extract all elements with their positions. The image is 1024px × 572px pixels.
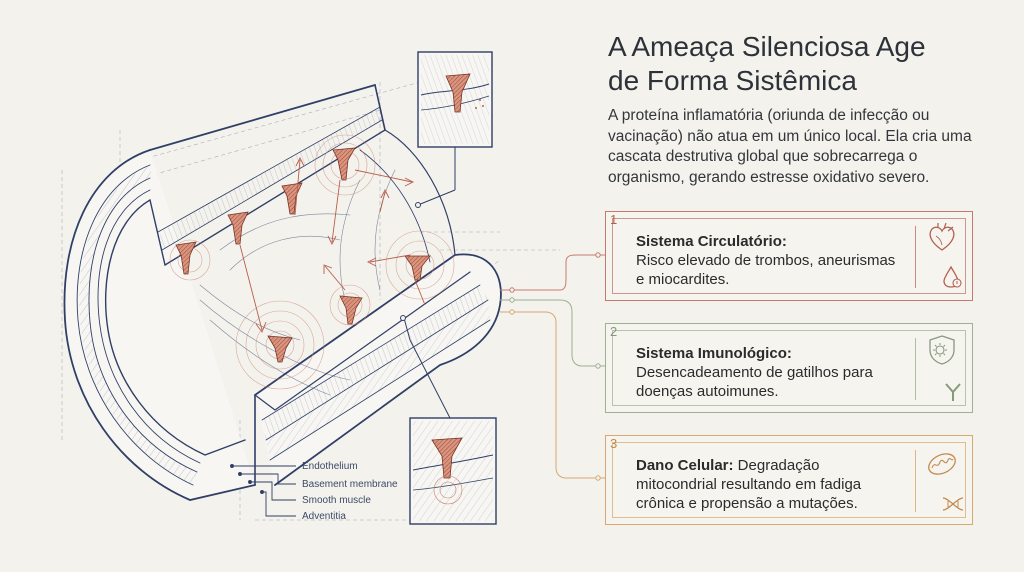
heart-icon	[929, 222, 955, 251]
card-text: Dano Celular: Degradação mitocondrial re…	[636, 456, 911, 513]
blood-drop-icon	[943, 265, 962, 288]
card-cellular-damage: 3 Dano Celular: Degradação mitocondrial …	[605, 435, 973, 525]
card-inner-border	[612, 442, 966, 518]
page-title: A Ameaça Silenciosa Age de Forma Sistêmi…	[608, 30, 1008, 98]
layer-label-smooth-muscle: Smooth muscle	[302, 495, 371, 506]
card-text: Sistema Imunológico: Desencadeamento de …	[636, 344, 911, 401]
title-line-2: de Forma Sistêmica	[608, 65, 857, 96]
card-circulatory-system: 1 Sistema Circulatório: Risco elevado de…	[605, 211, 973, 301]
intro-line-2: vacinação) não atua em um único local. E…	[608, 127, 972, 145]
intro-line-1: A proteína inflamatória (oriunda de infe…	[608, 107, 930, 124]
tissue-hatching	[79, 107, 490, 485]
intro-line-3: cascata destrutiva global que sobrecarre…	[608, 148, 918, 165]
layer-label-adventitia: Adventitia	[302, 511, 346, 522]
card-connectors	[500, 252, 605, 481]
card-heading: Sistema Imunológico:	[636, 345, 792, 362]
card-line-1: Risco elevado de trombos, aneurismas	[636, 252, 896, 269]
card-number: 3	[610, 436, 618, 451]
card-number: 1	[610, 212, 618, 227]
shield-virus-icon	[929, 335, 955, 365]
dna-icon	[942, 497, 964, 511]
card-heading: Sistema Circulatório:	[636, 233, 787, 250]
intro-line-4: organismo, gerando estresse oxidativo se…	[608, 168, 930, 186]
card-divider	[915, 226, 916, 288]
zoom-inset-top	[415, 51, 493, 208]
card-number: 2	[610, 324, 618, 339]
card-heading: Dano Celular:	[636, 457, 734, 474]
card-text: Sistema Circulatório: Risco elevado de t…	[636, 232, 911, 289]
spike-proteins	[175, 147, 431, 363]
card-line-1: Desencadeamento de gatilhos para	[636, 364, 873, 381]
mitochondria-icon	[928, 453, 956, 475]
antibody-icon	[945, 383, 961, 401]
title-line-1: A Ameaça Silenciosa Age	[608, 31, 926, 62]
propagation-arrows	[239, 156, 426, 333]
card-divider	[915, 450, 916, 512]
card-inner-border	[612, 218, 966, 294]
card-line-2: doenças autoimunes.	[636, 383, 779, 400]
card-divider	[915, 338, 916, 400]
intro-paragraph: A proteína inflamatória (oriunda de infe…	[608, 106, 1008, 188]
card-line-0-rest: Degradação	[733, 457, 820, 474]
layer-leader-lines	[230, 464, 296, 517]
card-line-1: mitocondrial resultando em fadiga	[636, 476, 862, 493]
card-immune-system: 2 Sistema Imunológico: Desencadeamento d…	[605, 323, 973, 413]
layer-label-endothelium: Endothelium	[302, 461, 358, 472]
card-line-2: crônica e propensão a mutações.	[636, 495, 858, 512]
card-inner-border	[612, 330, 966, 406]
layer-label-basement-membrane: Basement membrane	[302, 479, 398, 490]
card-line-2: e miocardites.	[636, 271, 730, 288]
zoom-inset-bottom	[400, 315, 497, 525]
